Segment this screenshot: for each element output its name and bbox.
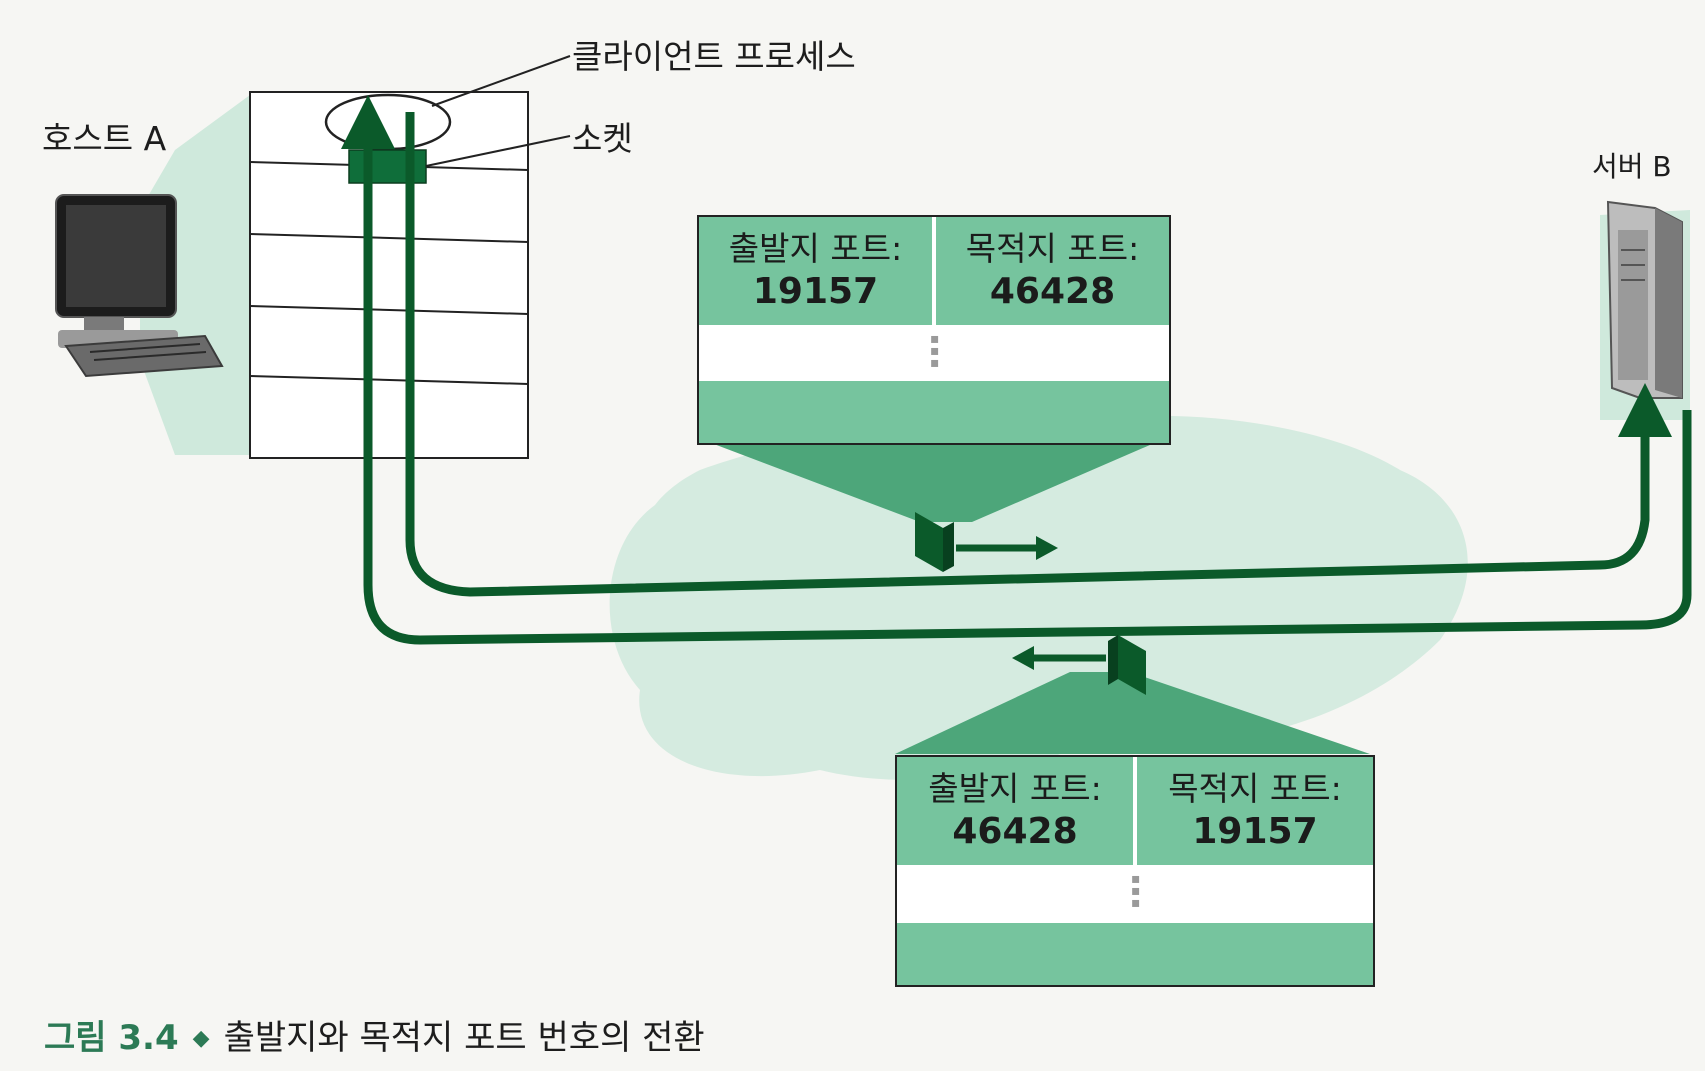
computer-icon (55, 194, 224, 378)
segment-1-source-port-cell: 출발지 포트: 19157 (699, 217, 936, 325)
socket-label: 소켓 (572, 119, 633, 158)
segment-1-source-label: 출발지 포트: (728, 229, 903, 268)
segment-1-box: 출발지 포트: 19157 목적지 포트: 46428 ▪▪▪ (697, 215, 1171, 445)
caption-bullet: ◆ (192, 1026, 210, 1051)
segment-1-ellipsis: ▪▪▪ (930, 331, 940, 371)
network-cloud (609, 415, 1468, 780)
path-to-client (341, 95, 1692, 645)
socket-leader (425, 135, 571, 167)
segment-1-dest-port-cell: 목적지 포트: 46428 (936, 217, 1169, 325)
figure-caption: 그림 3.4 ◆ 출발지와 목적지 포트 번호의 전환 (44, 1010, 705, 1059)
figure-number: 그림 3.4 (44, 1018, 179, 1058)
segment-2-dest-label: 목적지 포트: (1168, 769, 1342, 808)
path-to-server (405, 112, 1672, 597)
protocol-stack (249, 91, 529, 459)
segment-2-source-label: 출발지 포트: (928, 769, 1102, 808)
server-icon (1606, 200, 1683, 399)
segment-2-wedge (895, 672, 1370, 754)
client-process-leader (431, 55, 571, 107)
segment-1-wedge (698, 438, 1166, 522)
host-a-label: 호스트 A (42, 119, 167, 158)
segment-2-header: 출발지 포트: 46428 목적지 포트: 19157 (897, 757, 1373, 867)
segment-1-packet (915, 512, 1058, 572)
segment-1-body: ▪▪▪ (699, 327, 1169, 375)
segment-2-footer (897, 923, 1373, 985)
segment-1-dest-label: 목적지 포트: (965, 229, 1140, 268)
segment-2-dest-port: 19157 (1192, 811, 1318, 852)
segment-2-packet (1012, 635, 1146, 695)
server-b-label: 서버 B (1592, 150, 1672, 183)
client-process-label: 클라이언트 프로세스 (572, 37, 856, 76)
segment-1-source-port: 19157 (752, 271, 879, 312)
segment-2-ellipsis: ▪▪▪ (1131, 871, 1141, 911)
caption-text: 출발지와 목적지 포트 번호의 전환 (223, 1018, 705, 1058)
segment-2-source-port-cell: 출발지 포트: 46428 (897, 757, 1137, 865)
segment-2-box: 출발지 포트: 46428 목적지 포트: 19157 ▪▪▪ (895, 755, 1375, 987)
segment-1-dest-port: 46428 (989, 271, 1116, 312)
segment-1-footer (699, 381, 1169, 443)
segment-1-header: 출발지 포트: 19157 목적지 포트: 46428 (699, 217, 1169, 327)
segment-2-dest-port-cell: 목적지 포트: 19157 (1137, 757, 1373, 865)
segment-2-source-port: 46428 (952, 811, 1078, 852)
segment-2-body: ▪▪▪ (897, 867, 1373, 915)
